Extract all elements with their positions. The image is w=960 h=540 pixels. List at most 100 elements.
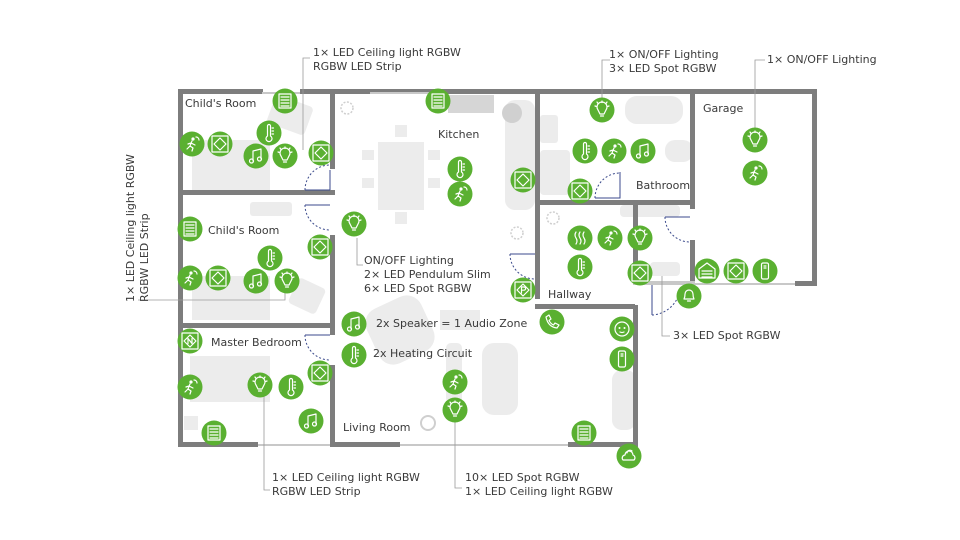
device-master-bedroom-thermometer[interactable]: Temperature — [278, 374, 304, 400]
device-childs-room-2-blinds[interactable]: Blinds — [177, 216, 203, 242]
device-badge — [752, 258, 778, 284]
floor-lamp — [420, 415, 436, 431]
device-garage-garage[interactable]: Garage door — [694, 258, 720, 284]
device-garage-remote[interactable]: Remote — [752, 258, 778, 284]
device-living-room-music[interactable]: Audio — [341, 311, 367, 337]
device-living-room-weather[interactable]: Weather station — [616, 443, 642, 469]
wall — [535, 89, 817, 94]
device-badge — [243, 143, 269, 169]
door-swing — [304, 204, 331, 231]
thermometer-icon — [266, 248, 276, 268]
device-kitchen-motion[interactable]: Motion sensor — [447, 181, 473, 207]
device-hallway-bell[interactable]: Doorbell — [676, 283, 702, 309]
device-bathroom-switch[interactable]: Touch switch — [567, 178, 593, 204]
annotation-childs-room-2: 1× LED Ceiling light RGBW RGBW LED Strip — [124, 154, 152, 302]
device-childs-room-1-switch[interactable]: Touch switch — [207, 131, 233, 157]
wall — [690, 89, 695, 209]
device-childs-room-1-switch[interactable]: Touch switch — [308, 140, 334, 166]
device-master-bedroom-bulb[interactable]: Lighting — [247, 372, 273, 398]
music-icon — [635, 143, 650, 159]
device-garage-motion[interactable]: Motion sensor — [742, 160, 768, 186]
music-icon — [248, 148, 263, 164]
device-hallway-thermometer[interactable]: Temperature — [567, 254, 593, 280]
blinds-icon — [183, 221, 197, 237]
device-childs-room-1-bulb[interactable]: Lighting — [272, 143, 298, 169]
annotation-line: 1× LED Ceiling light RGBW — [465, 485, 613, 498]
dining-table — [378, 142, 424, 210]
device-living-room-bulb[interactable]: Lighting — [442, 397, 468, 423]
device-kitchen-blinds[interactable]: Blinds — [425, 88, 451, 114]
annotation-kitchen: ON/OFF Lighting 2× LED Pendulum Slim 6× … — [364, 254, 491, 296]
device-garage-switch[interactable]: Touch switch — [723, 258, 749, 284]
device-childs-room-2-bulb[interactable]: Lighting — [274, 268, 300, 294]
weather-icon — [621, 449, 636, 461]
device-master-bedroom-nfc[interactable]: Touch NFC — [177, 328, 203, 354]
device-childs-room-1-motion[interactable]: Motion sensor — [179, 131, 205, 157]
switch-icon — [311, 238, 329, 256]
bench-hallway — [650, 262, 680, 276]
device-childs-room-2-switch[interactable]: Touch switch — [307, 234, 333, 260]
bulb-icon — [279, 271, 295, 288]
blinds-icon — [278, 93, 292, 109]
device-master-bedroom-switch[interactable]: Touch switch — [307, 360, 333, 386]
devices: BlindsMotion sensorTouch switchTemperatu… — [177, 88, 778, 469]
device-bathroom-bulb[interactable]: Lighting — [589, 97, 615, 123]
room-label-kitchen: Kitchen — [438, 128, 480, 141]
device-hallway-bulb[interactable]: Lighting — [627, 225, 653, 251]
device-childs-room-2-thermometer[interactable]: Temperature — [257, 245, 283, 271]
device-childs-room-1-thermometer[interactable]: Temperature — [256, 120, 282, 146]
nfc-icon — [181, 332, 199, 350]
thermometer-icon — [581, 141, 591, 161]
annotation-line: 1× ON/OFF Lighting — [609, 48, 719, 61]
device-badge — [307, 360, 333, 386]
device-living-room-blinds[interactable]: Blinds — [571, 420, 597, 446]
thermometer-icon — [287, 377, 297, 397]
device-living-room-phone[interactable]: Intercom — [539, 309, 565, 335]
annotation-bathroom: 1× ON/OFF Lighting 3× LED Spot RGBW — [609, 48, 719, 76]
wall — [330, 365, 335, 447]
annotation-line: 3× LED Spot RGBW — [609, 62, 717, 75]
door-swing — [594, 172, 621, 199]
door-swing — [304, 334, 331, 361]
device-badge — [177, 216, 203, 242]
device-master-bedroom-music[interactable]: Audio — [298, 408, 324, 434]
device-badge — [571, 420, 597, 446]
switch-icon — [631, 264, 649, 282]
device-kitchen-switch[interactable]: Touch switch — [510, 167, 536, 193]
music-icon — [346, 316, 361, 332]
annotation-line: RGBW LED Strip — [138, 213, 151, 302]
device-kitchen-thermometer[interactable]: Temperature — [447, 156, 473, 182]
wall — [795, 281, 817, 286]
device-childs-room-2-music[interactable]: Audio — [243, 268, 269, 294]
dining-chair — [362, 178, 374, 188]
heating-icon — [574, 231, 586, 245]
device-living-room-socket[interactable]: Socket — [609, 316, 635, 342]
device-kitchen-parking[interactable]: Touch P — [510, 277, 536, 303]
device-bathroom-music[interactable]: Audio — [630, 138, 656, 164]
device-bathroom-thermometer[interactable]: Temperature — [572, 138, 598, 164]
device-kitchen-bulb[interactable]: Lighting — [341, 211, 367, 237]
annotation-living-room: 10× LED Spot RGBW 1× LED Ceiling light R… — [465, 471, 613, 499]
thermometer-icon — [265, 123, 275, 143]
device-badge — [609, 346, 635, 372]
music-icon — [303, 413, 318, 429]
room-label-master-bedroom: Master Bedroom — [211, 336, 302, 349]
device-hallway-switch[interactable]: Touch switch — [627, 260, 653, 286]
device-bathroom-motion[interactable]: Motion sensor — [601, 138, 627, 164]
device-hallway-motion[interactable]: Motion sensor — [597, 225, 623, 251]
device-living-room-thermometer[interactable]: Heating — [341, 342, 367, 368]
device-living-room-motion[interactable]: Motion sensor — [442, 369, 468, 395]
device-living-room-remote[interactable]: Remote — [609, 346, 635, 372]
switch-icon — [514, 171, 532, 189]
device-garage-bulb[interactable]: Lighting — [742, 127, 768, 153]
device-childs-room-2-switch[interactable]: Touch switch — [205, 265, 231, 291]
device-childs-room-1-blinds[interactable]: Blinds — [272, 88, 298, 114]
device-master-bedroom-motion[interactable]: Motion sensor — [177, 374, 203, 400]
tv-stand — [612, 370, 636, 430]
device-hallway-heating[interactable]: Heating — [567, 225, 593, 251]
leader-master-bedroom — [263, 395, 270, 491]
device-master-bedroom-blinds[interactable]: Blinds — [201, 420, 227, 446]
toilet — [665, 140, 693, 162]
device-childs-room-2-motion[interactable]: Motion sensor — [177, 265, 203, 291]
device-childs-room-1-music[interactable]: Audio — [243, 143, 269, 169]
